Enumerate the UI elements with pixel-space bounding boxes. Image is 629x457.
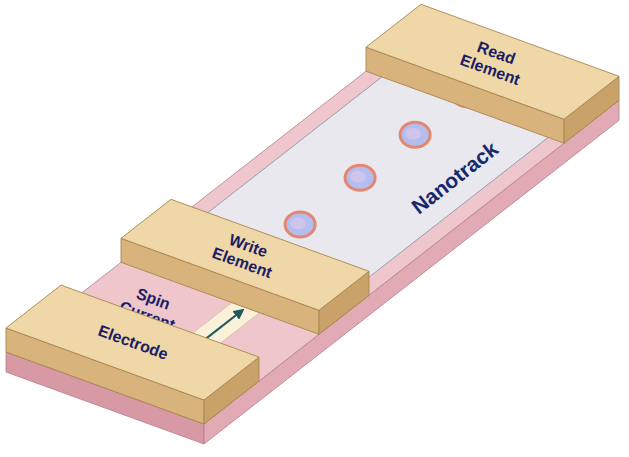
skyrmion-ring xyxy=(400,122,430,147)
write-element-block: Write Element xyxy=(119,197,371,337)
skyrmion-core xyxy=(457,87,473,99)
skyrmion-ring xyxy=(285,212,315,237)
skyrmion-core xyxy=(350,171,366,183)
skyrmion xyxy=(285,212,315,237)
track-surface xyxy=(172,69,558,301)
skyrmion-core xyxy=(290,218,306,230)
skyrmion xyxy=(345,165,375,190)
skyrmion-core xyxy=(405,128,421,140)
skyrmion xyxy=(452,82,482,107)
skyrmion xyxy=(400,122,430,147)
skyrmion-ring xyxy=(452,82,482,107)
skyrmion-ring xyxy=(345,165,375,190)
read-element-block: Read Element xyxy=(364,2,621,146)
block-shape xyxy=(4,283,261,426)
electrode-block: Electrode xyxy=(4,283,261,426)
